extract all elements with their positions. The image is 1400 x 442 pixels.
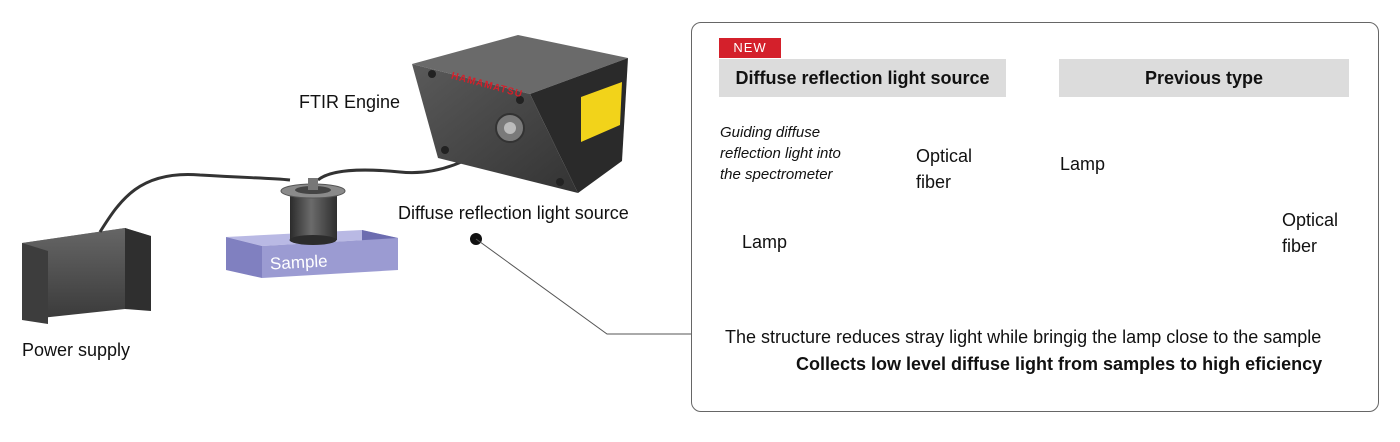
new-badge: NEW [719, 38, 781, 58]
description-text: The structure reduces stray light while … [725, 327, 1322, 347]
probe-head-icon [280, 178, 346, 245]
previous-lamp-label: Lamp [1060, 154, 1106, 174]
power-supply-label: Power supply [22, 340, 131, 360]
previous-type-header: Previous type [1059, 59, 1349, 97]
sample-label: Sample [269, 251, 329, 274]
new-sample-label: Sample [864, 270, 926, 290]
previous-optical-fiber-label: Optical fiber [1282, 210, 1339, 256]
conclusion-text: Collects low level diffuse light from sa… [796, 354, 1323, 374]
ftir-engine-label: FTIR Engine [299, 92, 401, 112]
guiding-note: Guiding diffuse reflection light into th… [720, 124, 841, 183]
power-cable [98, 172, 291, 233]
ftir-engine-icon [412, 35, 628, 193]
light-source-label: Diffuse reflection light source [398, 203, 629, 223]
power-supply-icon [22, 228, 151, 324]
new-type-header: Diffuse reflection light source [719, 59, 1006, 97]
callout-line [475, 238, 693, 335]
new-lamp-label: Lamp [742, 232, 788, 252]
sample-plate-icon [226, 230, 398, 278]
previous-sample-label: Sample [1166, 270, 1228, 290]
new-optical-fiber-label: Optical fiber [916, 146, 973, 192]
